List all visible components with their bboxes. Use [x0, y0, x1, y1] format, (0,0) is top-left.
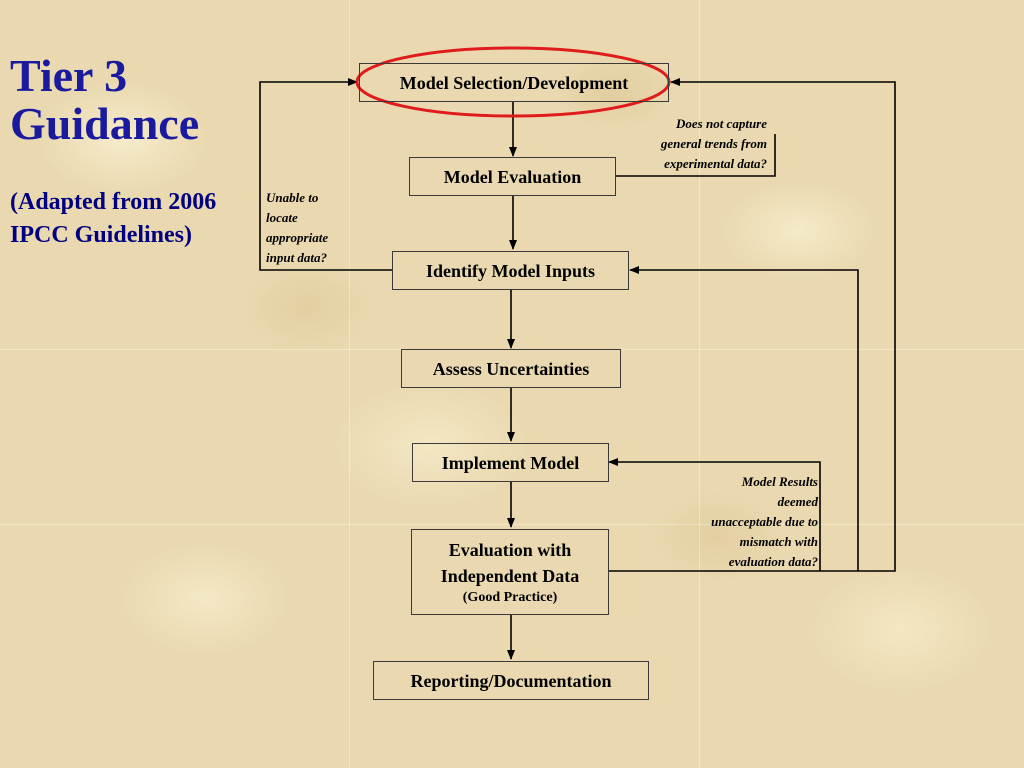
annotation-line: unacceptable due to	[711, 514, 818, 529]
trends-annotation: Does not capture general trends from exp…	[600, 114, 767, 174]
independent-evaluation-box: Evaluation with Independent Data (Good P…	[411, 529, 609, 615]
independent-evaluation-line: Evaluation with	[448, 540, 572, 560]
feedback-input-data-loop	[259, 78, 392, 271]
subtitle-line: (Adapted from 2006	[10, 189, 217, 215]
reporting-box: Reporting/Documentation	[373, 661, 649, 700]
slide-subtitle: (Adapted from 2006 IPCC Guidelines)	[10, 186, 216, 252]
annotation-line: Does not capture	[676, 116, 767, 131]
identify-inputs-label: Identify Model Inputs	[425, 260, 596, 281]
annotation-line: Unable to	[266, 190, 319, 205]
independent-evaluation-line: Independent Data	[440, 566, 580, 586]
reporting-label: Reporting/Documentation	[410, 670, 612, 691]
background-seam	[699, 0, 700, 768]
annotation-line: appropriate	[266, 230, 329, 245]
slide-title: Tier 3 Guidance	[10, 52, 199, 148]
annotation-line: Model Results	[741, 474, 818, 489]
annotation-line: locate	[266, 210, 298, 225]
feedback-trends-loop	[616, 134, 776, 177]
annotation-line: deemed	[777, 494, 818, 509]
identify-inputs-box: Identify Model Inputs	[392, 251, 629, 290]
assess-uncertainties-label: Assess Uncertainties	[432, 358, 590, 379]
model-evaluation-box: Model Evaluation	[409, 157, 616, 196]
feedback-inputs-loop	[629, 266, 859, 571]
feedback-outer-loop	[609, 78, 896, 572]
implement-model-label: Implement Model	[441, 452, 580, 473]
model-selection-label: Model Selection/Development	[399, 72, 629, 93]
feedback-implement-loop	[608, 458, 821, 571]
annotation-line: mismatch with	[739, 534, 818, 549]
annotation-line: general trends from	[660, 136, 767, 151]
model-evaluation-label: Model Evaluation	[443, 166, 582, 187]
annotation-line: input data?	[266, 250, 328, 265]
annotation-line: experimental data?	[664, 156, 767, 171]
title-line: Guidance	[10, 98, 200, 149]
background-seam	[349, 0, 350, 768]
subtitle-line: IPCC Guidelines)	[10, 222, 193, 248]
title-line: Tier 3	[10, 50, 128, 101]
highlight-ellipse	[355, 46, 671, 118]
good-practice-note: (Good Practice)	[462, 590, 558, 605]
implement-model-box: Implement Model	[412, 443, 609, 482]
input-data-annotation: Unable to locate appropriate input data?	[266, 188, 361, 268]
model-selection-box: Model Selection/Development	[359, 63, 669, 102]
assess-uncertainties-box: Assess Uncertainties	[401, 349, 621, 388]
results-annotation: Model Results deemed unacceptable due to…	[660, 472, 818, 572]
annotation-line: evaluation data?	[728, 554, 818, 569]
